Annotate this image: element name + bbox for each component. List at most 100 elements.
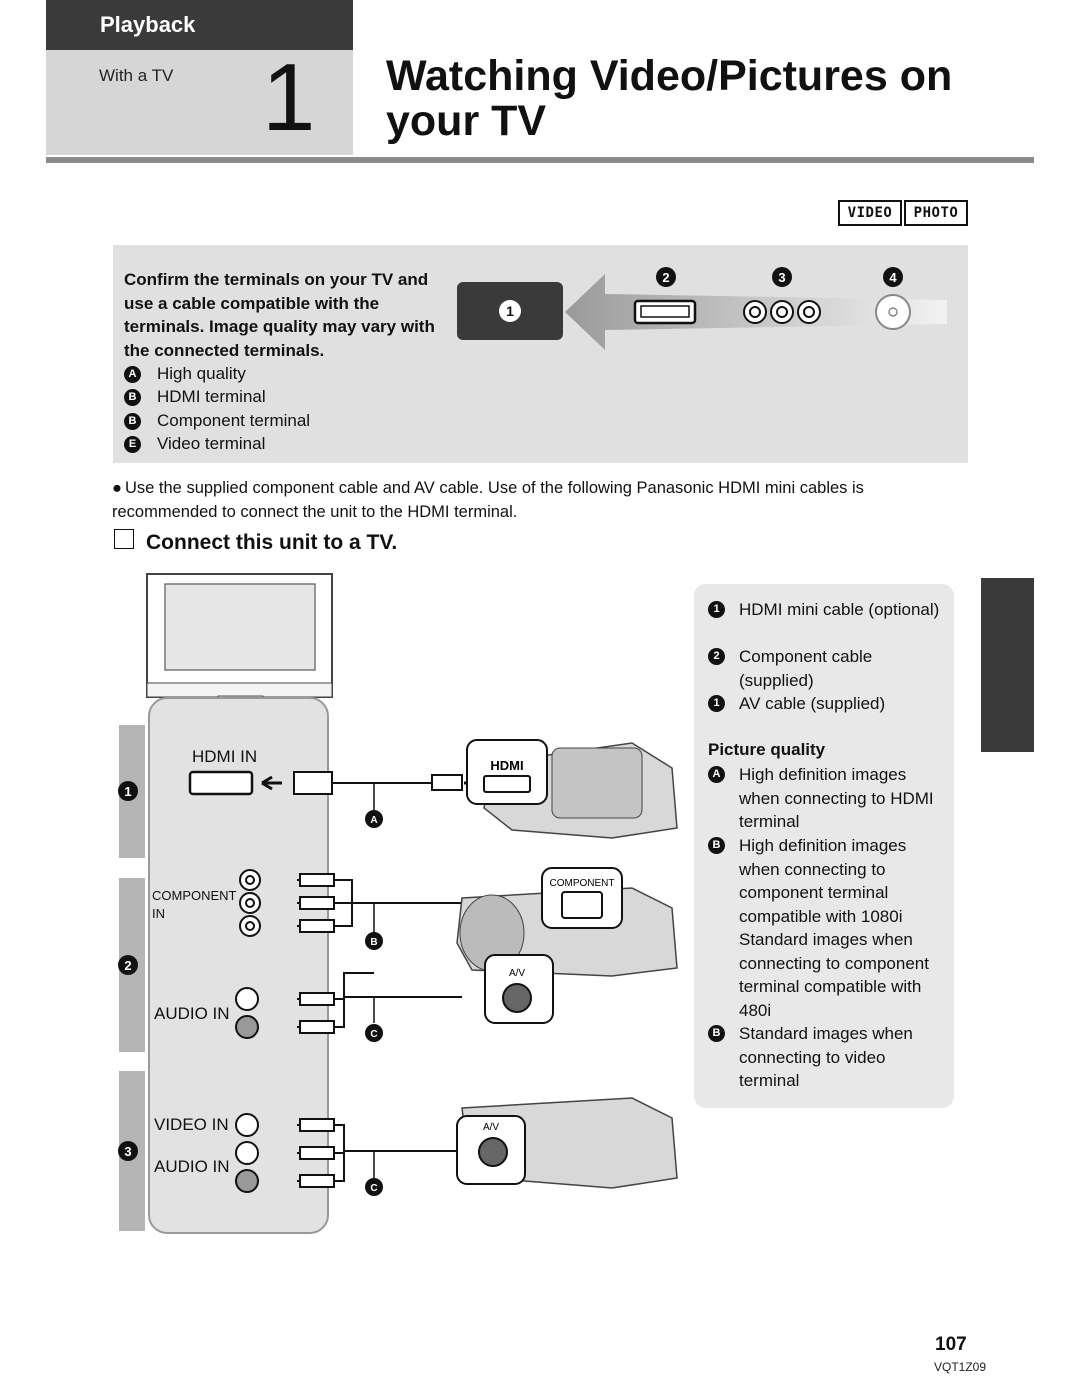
- cable-mark-circle: [365, 932, 383, 950]
- quality-mark: B: [708, 1025, 725, 1042]
- cam-av-port: [478, 1137, 508, 1167]
- quality-item: A High definition images when connecting …: [708, 763, 948, 834]
- row-mark-1: 1: [124, 784, 131, 799]
- quality-text: High definition images when connecting t…: [739, 836, 929, 1020]
- cable-mark: 1: [708, 601, 725, 618]
- hdmi-port-icon: [633, 299, 697, 325]
- cable-item: 2 Component cable (supplied): [708, 645, 948, 692]
- component-port-icon: [743, 300, 821, 324]
- cable-text: Component cable (supplied): [739, 647, 873, 690]
- quality-mark: A: [708, 766, 725, 783]
- step-checkbox-icon: [114, 529, 134, 549]
- chapter-side-tab: [981, 578, 1034, 752]
- legend-text: Component terminal: [157, 411, 311, 430]
- av-cable: [297, 972, 462, 1034]
- quality-item: B High definition images when connecting …: [708, 834, 948, 1022]
- cam-av-label: A/V: [509, 968, 525, 979]
- arrow-icon: [261, 775, 282, 791]
- video-in-label: VIDEO IN: [154, 1115, 229, 1134]
- tv-audio-port-white: [235, 987, 259, 1011]
- quality-mark-2: 2: [662, 270, 669, 285]
- cable-mark-c-2: C: [370, 1183, 377, 1194]
- hdmi-plug: [293, 771, 333, 795]
- legend-item: E Video terminal: [124, 434, 265, 454]
- quality-text: High definition images when connecting t…: [739, 765, 934, 831]
- cam-component-port: [561, 891, 603, 919]
- quality-arrow-graphic: 1 2 3 4: [457, 267, 947, 350]
- quality-item: B Standard images when connecting to vide…: [708, 1022, 948, 1093]
- cable-item: 1 HDMI mini cable (optional): [708, 598, 948, 622]
- component-in-label: IN: [152, 906, 165, 921]
- video-mode-badge: VIDEO: [838, 200, 902, 226]
- section-tab: Playback: [46, 0, 353, 50]
- page-number: 107: [935, 1334, 967, 1355]
- component-label: COMPONENT: [152, 888, 237, 903]
- av-cable: [297, 1118, 462, 1188]
- tv-audio-port-red: [235, 1169, 259, 1193]
- cable-note: ●Use the supplied component cable and AV…: [112, 477, 972, 524]
- cam-component-label: COMPONENT: [550, 878, 615, 889]
- terminal-info-panel: [113, 245, 968, 463]
- cable-mark-c: C: [370, 1029, 377, 1040]
- title-line-2: your TV: [386, 97, 547, 145]
- tv-terminal-panel: [148, 697, 329, 1234]
- cable-text: HDMI mini cable (optional): [739, 600, 940, 619]
- quality-mark-1: 1: [506, 303, 514, 319]
- tv-video-port: [235, 1113, 259, 1137]
- legend-item: B HDMI terminal: [124, 387, 266, 407]
- mark-circle: [499, 300, 521, 322]
- row-mark-circle: [118, 955, 138, 975]
- cable-mark-circle: [365, 1178, 383, 1196]
- cam-hdmi-port: [483, 775, 531, 793]
- header-rule: [46, 157, 1034, 163]
- cam-av-label-2: A/V: [483, 1122, 499, 1133]
- legend-mark: B: [124, 389, 141, 407]
- legend-text: High quality: [157, 364, 246, 383]
- row-mark-2: 2: [124, 958, 131, 973]
- photo-mode-badge: PHOTO: [904, 200, 968, 226]
- tv-illustration: [146, 573, 333, 713]
- audio-in-label-2: AUDIO IN: [154, 1157, 230, 1176]
- cable-mark-circle: [365, 810, 383, 828]
- section-label: Playback: [100, 12, 196, 37]
- row-mark-3: 3: [124, 1144, 131, 1159]
- legend-item: B Component terminal: [124, 411, 310, 431]
- tv-audio-port-red: [235, 1015, 259, 1039]
- chapter-number: 1: [262, 44, 316, 151]
- audio-in-label: AUDIO IN: [154, 1004, 230, 1023]
- row-mark-circle: [118, 781, 138, 801]
- cable-mark-circle: [365, 1024, 383, 1042]
- legend-mark: B: [124, 413, 141, 431]
- subsection-label: With a TV: [99, 66, 174, 85]
- quality-mark-3: 3: [778, 270, 785, 285]
- cable-info-box: [694, 584, 954, 1108]
- quality-text: Standard images when connecting to video…: [739, 1024, 913, 1090]
- hdmi-in-label: HDMI IN: [192, 747, 257, 766]
- bullet-icon: ●: [112, 479, 122, 497]
- page-title: Watching Video/Pictures on your TV: [386, 54, 952, 144]
- picture-quality-heading: Picture quality: [708, 740, 826, 759]
- port-number-marks: 2 3 4: [656, 267, 903, 287]
- document-code: VQT1Z09: [934, 1360, 987, 1374]
- hdmi-mini-plug: [431, 774, 463, 791]
- cable-text: AV cable (supplied): [739, 694, 886, 713]
- hdmi-port-inner: [640, 305, 690, 318]
- cam-av-port: [502, 983, 532, 1013]
- legend-text: HDMI terminal: [157, 387, 266, 406]
- cable-mark: 2: [708, 648, 725, 665]
- video-port-pin: [888, 307, 898, 317]
- cable-mark: 1: [708, 695, 725, 712]
- tv-component-ports: [239, 869, 261, 937]
- legend-mark: E: [124, 436, 141, 454]
- quality-mark: B: [708, 837, 725, 854]
- tv-hdmi-port: [188, 770, 254, 796]
- legend-text: Video terminal: [157, 434, 266, 453]
- title-line-1: Watching Video/Pictures on: [386, 52, 953, 100]
- tv-audio-port-white: [235, 1141, 259, 1165]
- cable-mark-b: B: [370, 937, 377, 948]
- panel-intro: Confirm the terminals on your TV and use…: [124, 270, 435, 360]
- connection-diagram: HDMI IN HDMI A 1 COMPONENT IN B COMPONEN…: [118, 573, 678, 1234]
- cable-mark-a: A: [370, 815, 377, 826]
- cable-item: 1 AV cable (supplied): [708, 692, 948, 716]
